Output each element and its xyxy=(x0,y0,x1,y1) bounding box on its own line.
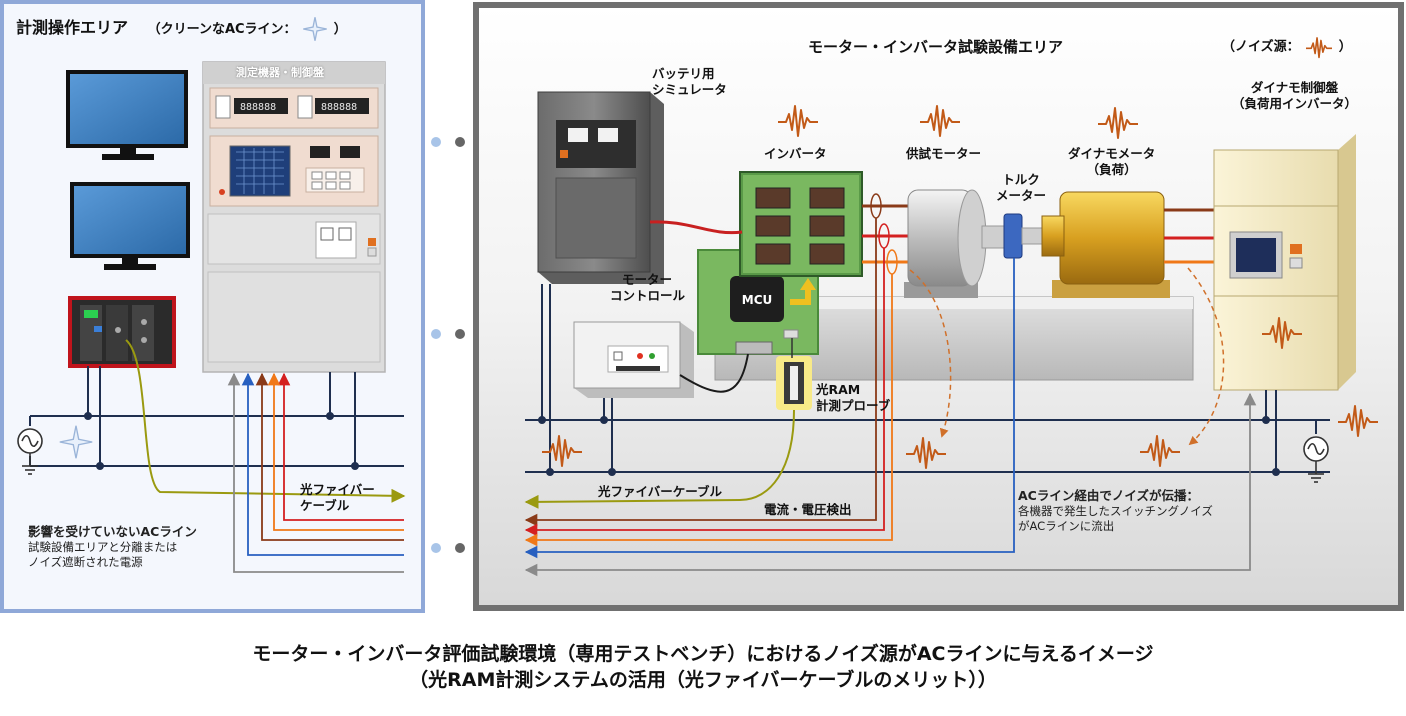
left-note: 影響を受けていないACライン 試験設備エリアと分離または ノイズ遮断された電源 xyxy=(28,524,197,570)
monitor-2 xyxy=(70,182,190,270)
left-area-title-note-close: ） xyxy=(333,22,347,37)
data-logger xyxy=(68,296,176,368)
test-motor xyxy=(904,189,1007,298)
left-area-title-text: 計測操作エリア xyxy=(16,18,129,37)
measurement-rack: 888888 888888 xyxy=(202,61,386,373)
dyno-panel-label-1: ダイナモ制御盤 xyxy=(1250,80,1339,95)
right-fiber-label: 光ファイバーケーブル xyxy=(598,484,723,499)
torque-meter-label: トルク メーター xyxy=(996,172,1046,203)
motor-control-box xyxy=(573,321,694,398)
mcu-label: MCU xyxy=(742,293,773,307)
probe-label-1: 光RAM xyxy=(816,382,861,397)
noise-legend: （ノイズ源： ） xyxy=(1222,34,1352,60)
left-note-title: 影響を受けていないACライン xyxy=(28,524,197,539)
probe-label: 光RAM 計測プローブ xyxy=(816,382,890,413)
noise-legend-open: （ノイズ源： xyxy=(1222,39,1300,55)
connector-dots xyxy=(431,137,465,553)
dyno-meter-label: ダイナモメータ （負荷） xyxy=(1068,146,1155,177)
figure-caption: モーター・インバータ評価試験環境（専用テストベンチ）におけるノイズ源がACライン… xyxy=(0,642,1406,693)
ac-propagation-note: ACライン経由でノイズが伝播： 各機器で発生したスイッチングノイズ がACライン… xyxy=(1018,488,1213,534)
motor-control-label-2: コントロール xyxy=(610,287,686,303)
left-note-line2: ノイズ遮断された電源 xyxy=(28,555,143,570)
ac-note-line2: がACラインに流出 xyxy=(1018,519,1115,534)
motor-control-label-1: モーター xyxy=(622,272,673,287)
battery-simulator xyxy=(537,91,664,284)
left-area-title: 計測操作エリア （クリーンなACライン： ） xyxy=(16,14,347,42)
motor-control-label: モーター コントロール xyxy=(610,272,685,303)
left-fiber-label-2: ケーブル xyxy=(300,498,350,513)
ac-note-line1: 各機器で発生したスイッチングノイズ xyxy=(1018,504,1213,519)
dyno-meter-label-2: （負荷） xyxy=(1086,161,1137,177)
dyno-panel-label-2: （負荷用インバータ） xyxy=(1232,95,1358,111)
torque-meter-label-1: トルク xyxy=(1002,172,1040,187)
noise-legend-icon xyxy=(1306,37,1333,59)
clean-ac-sparkle-icon xyxy=(303,16,327,41)
dyno-panel-label: ダイナモ制御盤 （負荷用インバータ） xyxy=(1232,80,1357,111)
svg-text:888888: 888888 xyxy=(240,102,276,113)
monitor-1 xyxy=(66,70,188,160)
ac-note-title: ACライン経由でノイズが伝播： xyxy=(1018,488,1199,503)
probe-label-2: 計測プローブ xyxy=(816,397,891,413)
battery-sim-label-2: シミュレータ xyxy=(652,81,727,97)
dyno-control-panel xyxy=(1213,134,1356,391)
test-motor-label: 供試モーター xyxy=(906,146,982,161)
left-area-title-note: （クリーンなACライン： xyxy=(147,22,297,37)
battery-sim-label: バッテリ用 シミュレータ xyxy=(652,66,727,97)
rack-label: 測定機器・制御盤 xyxy=(236,66,324,79)
caption-line2: （光RAM計測システムの活用（光ファイバーケーブルのメリット）） xyxy=(409,668,997,691)
caption-line1: モーター・インバータ評価試験環境（専用テストベンチ）におけるノイズ源がACライン… xyxy=(252,643,1154,665)
left-note-line1: 試験設備エリアと分離または xyxy=(28,540,178,555)
battery-sim-label-1: バッテリ用 xyxy=(652,66,715,81)
svg-text:888888: 888888 xyxy=(321,102,357,113)
inverter-unit xyxy=(739,171,863,277)
inverter-label: インバータ xyxy=(764,146,827,161)
dyno-meter-label-1: ダイナモメータ xyxy=(1068,146,1156,161)
left-fiber-label-1: 光ファイバー xyxy=(300,482,375,497)
right-area-title: モーター・インバータ試験設備エリア xyxy=(808,38,1064,56)
dynamometer xyxy=(1041,191,1170,298)
noise-legend-close: ） xyxy=(1338,39,1352,55)
detect-label: 電流・電圧検出 xyxy=(764,502,852,517)
optical-ram-probe xyxy=(776,356,812,410)
torque-meter-label-2: メーター xyxy=(996,187,1047,203)
